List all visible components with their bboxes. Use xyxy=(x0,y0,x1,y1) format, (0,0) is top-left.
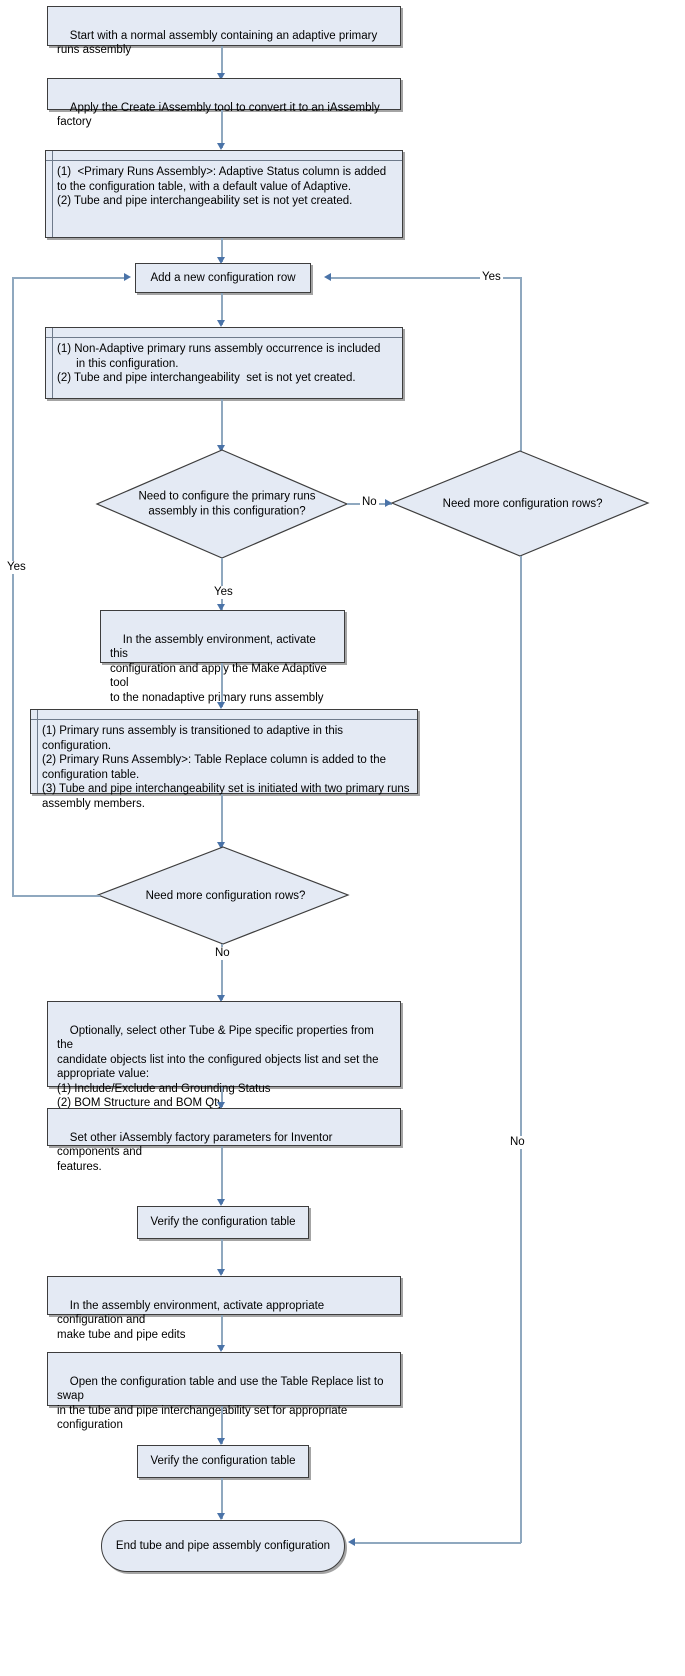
arrowhead-end-terminator xyxy=(217,1513,225,1520)
connector-swap-to-verify2 xyxy=(221,1406,223,1444)
arrowhead-activate-edits xyxy=(217,1269,225,1276)
arrowhead-left-loop-into-addrow xyxy=(124,273,131,281)
connector-note3-to-decision-c xyxy=(221,794,223,848)
node-decision-configure-primary-label: Need to configure the primary runs assem… xyxy=(138,490,316,518)
node-make-adaptive: In the assembly environment, activate th… xyxy=(100,610,345,704)
node-decision-configure-primary: Need to configure the primary runs assem… xyxy=(95,449,349,559)
node-start-assembly-label: Start with a normal assembly containing … xyxy=(57,29,381,57)
connector-decision-a-yes xyxy=(221,558,223,610)
connector-verify1-to-activate xyxy=(221,1239,223,1274)
connector-create-to-note1 xyxy=(221,110,223,148)
arrowhead-make-adaptive xyxy=(217,604,225,611)
connector-left-loop-horizontal-top xyxy=(12,277,124,279)
node-activate-edits: In the assembly environment, activate ap… xyxy=(47,1276,401,1341)
connector-decision-b-no-horizontal xyxy=(355,1542,521,1544)
edge-label-configure-primary-no: No xyxy=(360,496,379,509)
arrowhead-verify-table-2 xyxy=(217,1438,225,1445)
connector-decision-b-no-vertical xyxy=(520,556,522,1543)
connector-note1-to-addrow xyxy=(221,238,223,262)
node-verify-table-2: Verify the configuration table xyxy=(137,1445,309,1478)
node-verify-table-1-label: Verify the configuration table xyxy=(150,1216,296,1229)
arrowhead-note-nonadaptive xyxy=(217,320,225,327)
arrowhead-add-config-row xyxy=(217,257,225,264)
connector-start-to-create xyxy=(221,46,223,76)
connector-activate-to-swap xyxy=(221,1315,223,1350)
decision-shape xyxy=(96,846,350,945)
node-add-config-row: Add a new configuration row xyxy=(135,263,311,293)
predef-left-rule xyxy=(52,151,53,237)
connector-verify2-to-end xyxy=(221,1478,223,1519)
node-decision-more-rows-center-label: Need more configuration rows? xyxy=(145,889,306,902)
node-set-factory-params-label: Set other iAssembly factory parameters f… xyxy=(57,1131,333,1173)
arrowhead-decision-more-rows-right xyxy=(385,499,392,507)
connector-note2-to-decision-a xyxy=(221,399,223,451)
arrowhead-end-from-right xyxy=(348,1538,355,1546)
connector-decision-c-no xyxy=(221,944,223,1000)
connector-right-loop-horizontal xyxy=(331,277,521,279)
connector-optional-to-params xyxy=(221,1087,223,1107)
arrowhead-decision-more-rows-center xyxy=(217,842,225,849)
arrowhead-decision-configure-primary xyxy=(217,445,225,452)
node-create-iassembly: Apply the Create iAssembly tool to conve… xyxy=(47,78,401,128)
predef-left-rule xyxy=(37,710,38,793)
edge-label-more-rows-center-no: No xyxy=(213,947,232,960)
node-verify-table-2-label: Verify the configuration table xyxy=(150,1455,296,1468)
node-note-nonadaptive-label: (1) Non-Adaptive primary runs assembly o… xyxy=(57,343,381,384)
predef-top-rule xyxy=(31,719,417,720)
arrowhead-right-loop-into-addrow xyxy=(324,273,331,281)
arrowhead-set-factory-params xyxy=(217,1102,225,1109)
node-optional-properties: Optionally, select other Tube & Pipe spe… xyxy=(47,1001,401,1109)
connector-addrow-to-note2 xyxy=(221,293,223,325)
node-note-transitioned-label: (1) Primary runs assembly is transitione… xyxy=(42,725,410,810)
edge-label-more-rows-right-yes: Yes xyxy=(480,271,503,284)
arrowhead-verify-table-1 xyxy=(217,1199,225,1206)
node-make-adaptive-label: In the assembly environment, activate th… xyxy=(110,633,327,704)
connector-make-adaptive-to-note3 xyxy=(221,663,223,707)
arrowhead-note-adaptive-status xyxy=(217,143,225,150)
predef-top-rule xyxy=(46,337,402,338)
edge-label-more-rows-center-yes: Yes xyxy=(5,561,28,574)
connector-right-loop-vertical xyxy=(520,277,522,451)
node-end-terminator-label: End tube and pipe assembly configuration xyxy=(115,1540,331,1552)
node-decision-more-rows-right-label: Need more configuration rows? xyxy=(442,497,603,510)
arrowhead-optional-properties xyxy=(217,995,225,1002)
node-end-terminator: End tube and pipe assembly configuration xyxy=(101,1520,345,1572)
node-decision-more-rows-right: Need more configuration rows? xyxy=(390,450,650,557)
predef-left-rule xyxy=(52,328,53,398)
node-note-adaptive-status: (1) <Primary Runs Assembly>: Adaptive St… xyxy=(45,150,403,238)
node-note-nonadaptive: (1) Non-Adaptive primary runs assembly o… xyxy=(45,327,403,399)
node-activate-edits-label: In the assembly environment, activate ap… xyxy=(57,1299,325,1341)
node-note-adaptive-status-label: (1) <Primary Runs Assembly>: Adaptive St… xyxy=(57,166,387,207)
node-start-assembly: Start with a normal assembly containing … xyxy=(47,6,401,56)
arrowhead-table-replace-swap xyxy=(217,1345,225,1352)
connector-params-to-verify1 xyxy=(221,1146,223,1204)
arrowhead-note-transitioned xyxy=(217,702,225,709)
node-table-replace-swap-label: Open the configuration table and use the… xyxy=(57,1375,384,1432)
connector-left-loop-vertical xyxy=(12,277,14,895)
node-add-config-row-label: Add a new configuration row xyxy=(150,271,296,284)
node-optional-properties-label: Optionally, select other Tube & Pipe spe… xyxy=(57,1024,379,1110)
edge-label-configure-primary-yes: Yes xyxy=(212,586,235,599)
node-decision-more-rows-center: Need more configuration rows? xyxy=(96,846,350,945)
edge-label-more-rows-right-no: No xyxy=(508,1136,527,1149)
predef-top-rule xyxy=(46,160,402,161)
node-verify-table-1: Verify the configuration table xyxy=(137,1206,309,1239)
node-table-replace-swap: Open the configuration table and use the… xyxy=(47,1352,401,1431)
node-set-factory-params: Set other iAssembly factory parameters f… xyxy=(47,1108,401,1173)
arrowhead-create-iassembly xyxy=(217,73,225,80)
node-create-iassembly-label: Apply the Create iAssembly tool to conve… xyxy=(57,101,383,129)
node-note-transitioned: (1) Primary runs assembly is transitione… xyxy=(30,709,418,810)
connector-decision-c-yes xyxy=(12,895,100,897)
